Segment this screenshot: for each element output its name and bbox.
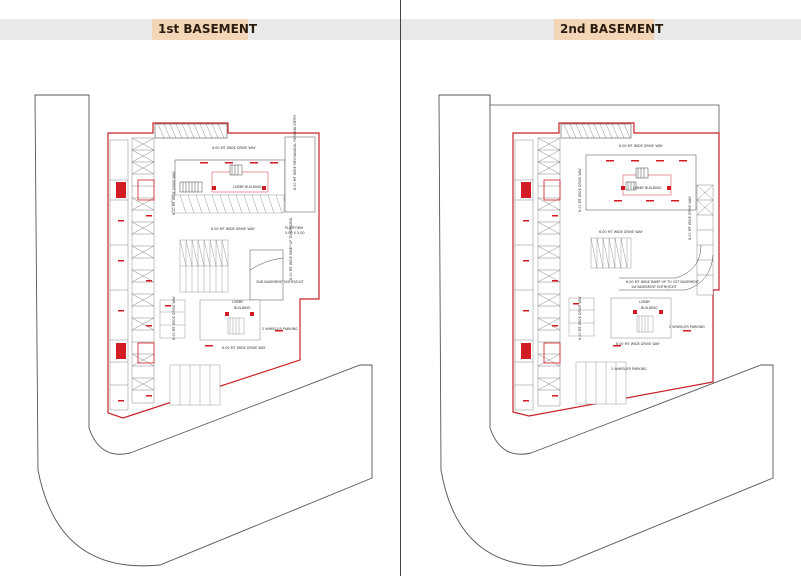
label-drive-lower-left: 6.00 MT WIDE DRIVE WAY	[578, 295, 582, 340]
label-ramp-note: 6.00 MT WIDE RAMP UP TO 1ST BASEMENT	[626, 280, 700, 284]
parking-column-right	[696, 184, 714, 296]
stall-row-mid-top	[171, 194, 285, 214]
label-two-wheeler: 2 WHEELER PARKING	[262, 327, 298, 331]
label-lobby-bottom-2: BUILDING	[234, 306, 251, 310]
label-ramp-vertical: 6.00 MT WIDE RAMP UP TO GROUND	[289, 217, 293, 280]
label-lobby-top: LOBBY BUILDING	[233, 185, 262, 189]
label-drive-top: 6.00 MT WIDE DRIVE WAY	[619, 144, 664, 148]
panel-1st-basement: 1st BASEMENT	[0, 0, 400, 576]
label-lobby-bottom-2: BUILDING	[641, 306, 658, 310]
label-drive-mid: 6.00 MT WIDE DRIVE WAY	[211, 227, 256, 231]
parking-column-far-left	[514, 139, 534, 411]
stall-block-center	[590, 237, 632, 269]
label-drive-mid: 6.00 MT WIDE DRIVE WAY	[599, 230, 644, 234]
panel-title: 1st BASEMENT	[152, 19, 257, 40]
label-drive-right: 6.00 MT WIDE DRIVE WAY	[688, 195, 692, 240]
label-drive-bottom: 6.00 MT WIDE DRIVE WAY	[616, 342, 661, 346]
ramp-structure	[249, 136, 316, 301]
panel-title: 2nd BASEMENT	[554, 19, 663, 40]
panel-2nd-basement: 2nd BASEMENT	[401, 0, 801, 576]
label-lobby-bottom: LOBBY	[232, 300, 244, 304]
label-two-wheeler: 2 WHEELER PARKING	[669, 325, 705, 329]
panel-divider	[400, 0, 401, 576]
wall-markers	[116, 179, 155, 402]
floor-plan-2nd-basement: 6.00 MT WIDE DRIVE WAY 6.00 MT WIDE DRIV…	[438, 94, 774, 567]
stall-block-center	[179, 239, 229, 293]
site-boundary	[34, 94, 373, 567]
upper-core	[174, 159, 286, 201]
label-entry-exit: 1st BASEMENT ENTRY/EXIT	[631, 285, 678, 289]
parking-block-top	[560, 123, 632, 139]
site-boundary	[438, 94, 774, 567]
label-platform: PLATFORM	[285, 226, 303, 230]
parking-column-left	[131, 137, 155, 404]
label-drive-left: 6.00 MT WIDE DRIVE WAY	[578, 167, 582, 212]
label-drive-left: 6.00 MT WIDE DRIVE WAY	[172, 170, 176, 215]
upper-core	[585, 154, 697, 211]
stall-block-lower	[159, 299, 261, 406]
stall-block-lower	[568, 297, 672, 405]
ramp-structure	[619, 244, 714, 291]
wall-markers	[521, 179, 561, 402]
label-entry-exit: 2ND BASEMENT ENTRY/EXIT	[256, 280, 305, 284]
label-lobby-top: LOBBY BUILDING	[633, 186, 662, 190]
label-drive-lower-left: 6.00 MT WIDE DRIVE WAY	[172, 295, 176, 340]
floor-plan-1st-basement: 6.00 MT WIDE DRIVE WAY 6.00 MT WIDE DRIV…	[34, 94, 373, 567]
label-ramp-note: 6.00 MT WIDE MECHANICAL PARKING ENTRY	[293, 114, 297, 190]
label-two-wheeler-bottom: 2 WHEELER PARKING	[611, 367, 647, 371]
label-lobby-bottom: LOBBY	[639, 300, 651, 304]
parking-column-far-left	[109, 139, 129, 411]
parking-column-left	[537, 137, 561, 407]
label-drive-top: 6.00 MT WIDE DRIVE WAY	[212, 146, 257, 150]
label-platform-size: 5.00 X 5.00	[285, 231, 305, 235]
label-drive-bottom: 6.00 MT WIDE DRIVE WAY	[222, 346, 267, 350]
